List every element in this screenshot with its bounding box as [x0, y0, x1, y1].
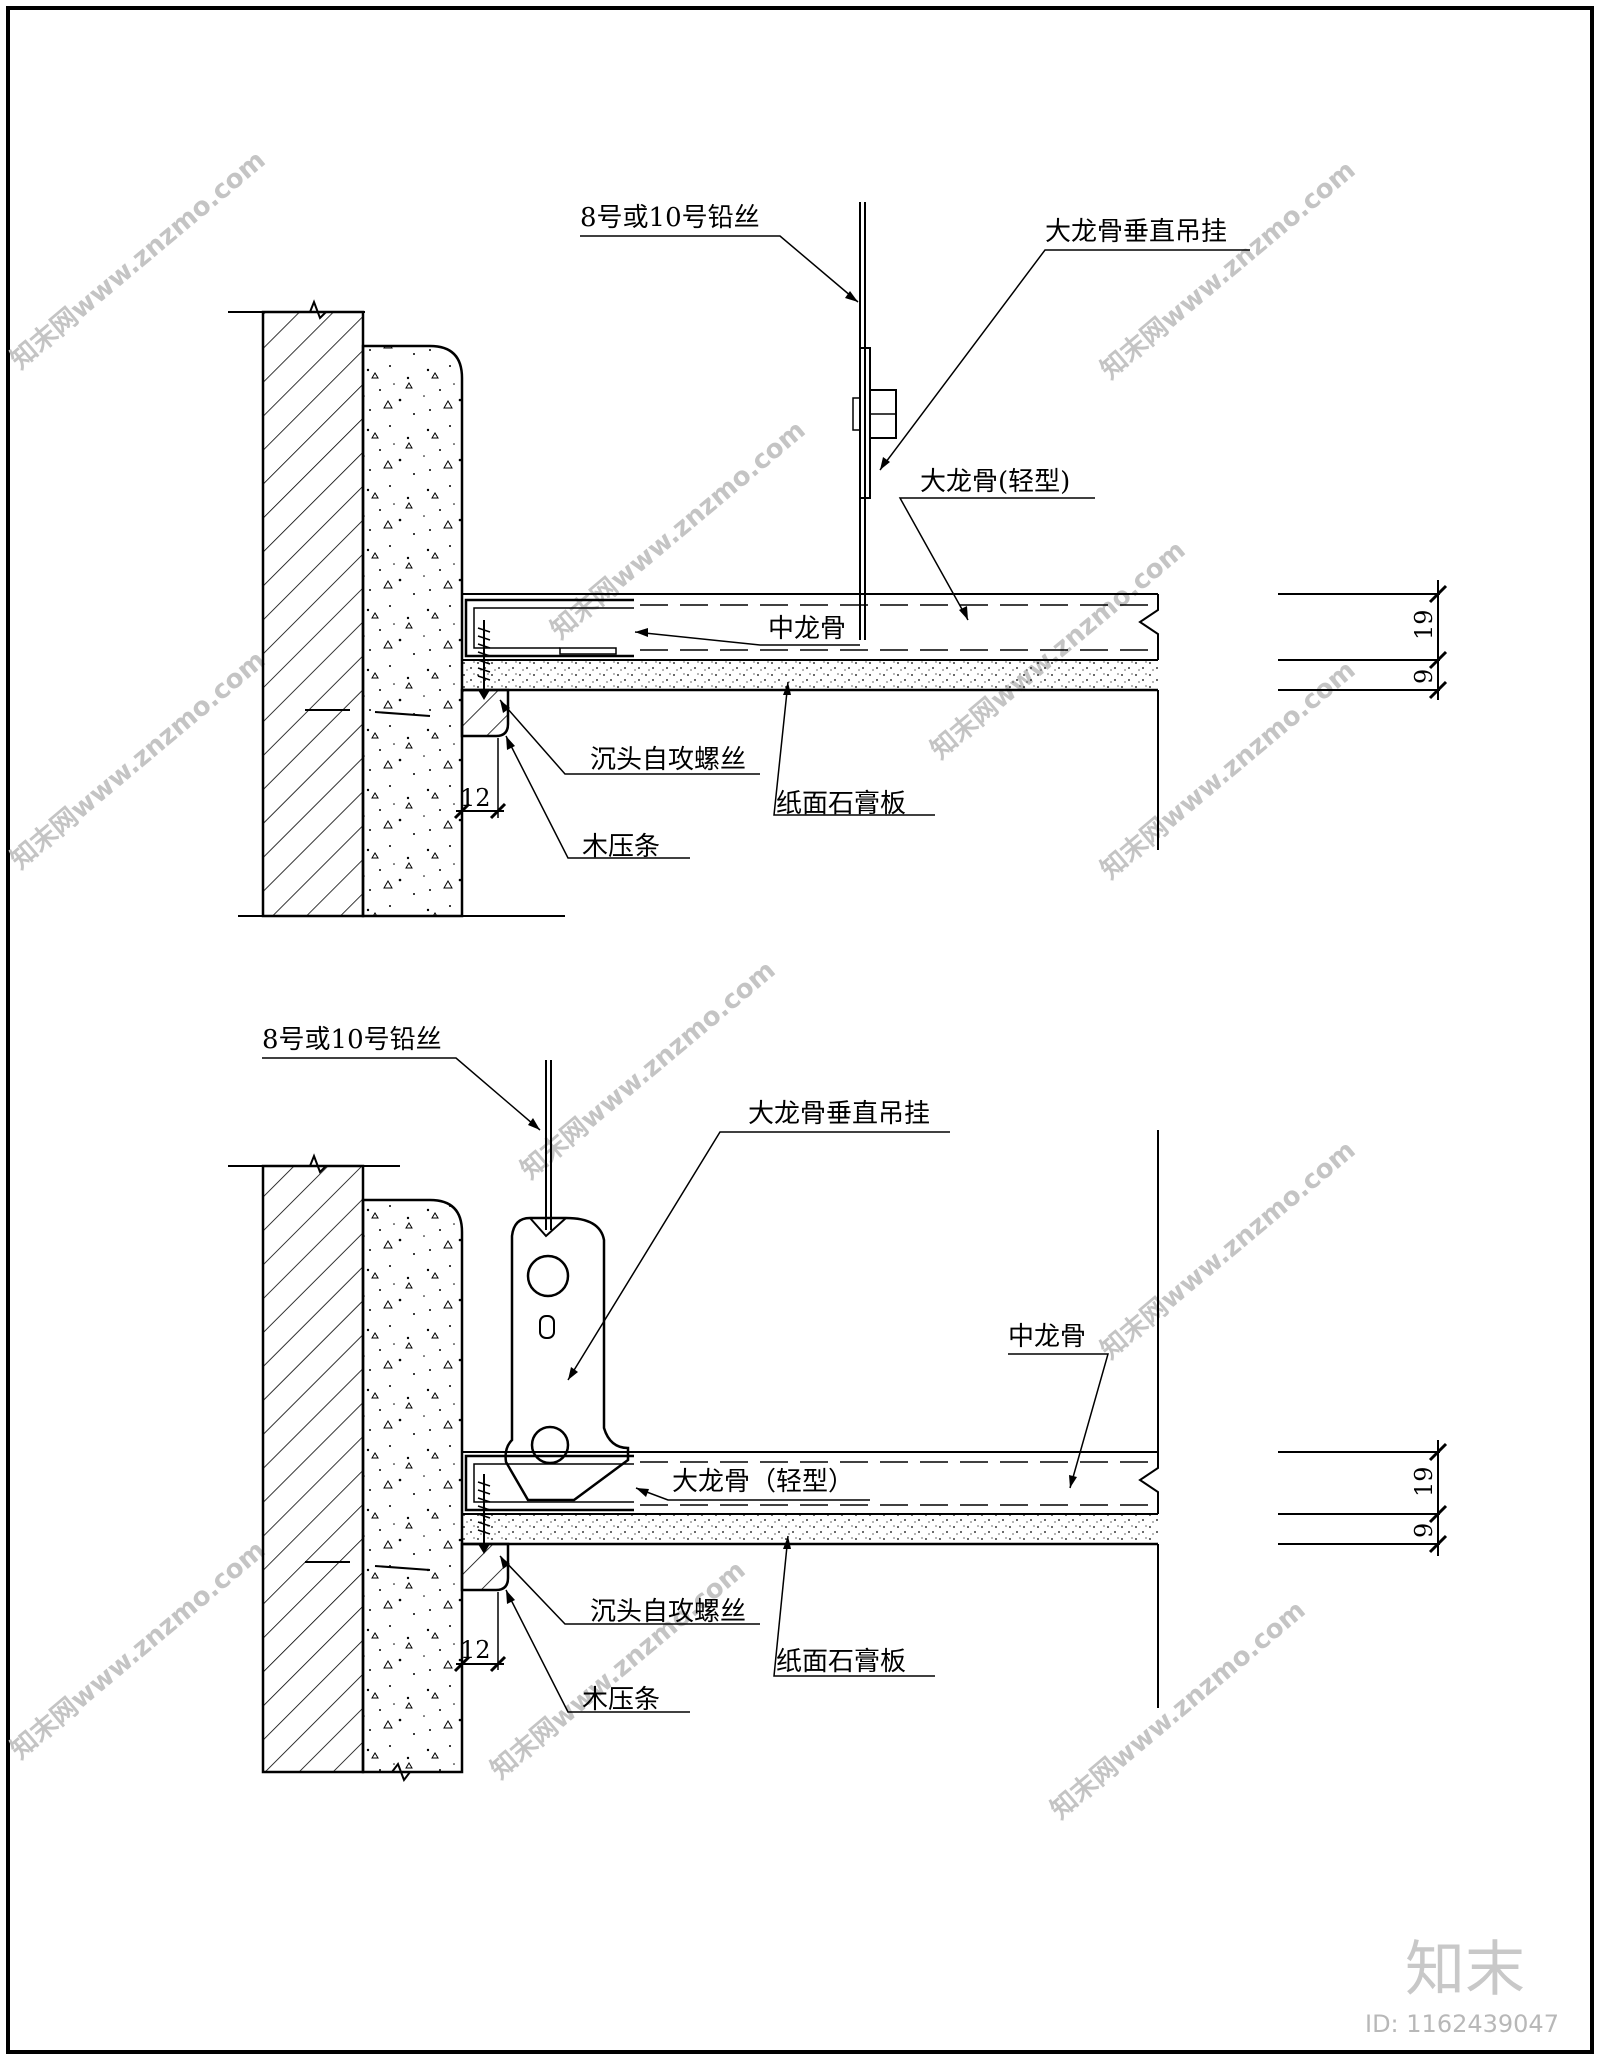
- label-board: 纸面石膏板: [776, 1647, 906, 1677]
- cross-runner-channel: [464, 598, 634, 658]
- main-runner-channel: [464, 1454, 634, 1512]
- label-cross-runner: 中龙骨: [768, 614, 846, 644]
- wall-section: [261, 310, 365, 918]
- label-hanger: 大龙骨垂直吊挂: [748, 1099, 930, 1129]
- watermark-layer: 知末网www.znzmo.com 知末网www.znzmo.com 知末网www…: [5, 145, 1559, 2038]
- watermark-text: 知末网www.znzmo.com: [1095, 155, 1361, 385]
- label-main-runner: 大龙骨（轻型）: [672, 1467, 854, 1497]
- sheet-border: [6, 6, 1594, 2054]
- label-wire: 8号或10号铅丝: [580, 203, 760, 233]
- wall-section: [261, 1164, 365, 1774]
- watermark-text: 知末网www.znzmo.com: [545, 415, 811, 645]
- plaster-layer: [361, 1198, 464, 1774]
- wood-strip: [460, 1542, 510, 1592]
- watermark-text: 知末网www.znzmo.com: [485, 1555, 751, 1785]
- dim-strip: 12: [460, 784, 491, 812]
- watermark-text: 知末网www.znzmo.com: [5, 145, 271, 375]
- label-hanger: 大龙骨垂直吊挂: [1045, 217, 1227, 247]
- label-board: 纸面石膏板: [776, 789, 906, 819]
- watermark-text: 知末网www.znzmo.com: [1045, 1595, 1311, 1825]
- label-wire: 8号或10号铅丝: [262, 1025, 442, 1055]
- dim-board: 9: [1410, 1523, 1438, 1538]
- watermark-text: 知末网www.znzmo.com: [515, 955, 781, 1185]
- gypsum-board: [462, 1514, 1158, 1544]
- label-main-runner: 大龙骨(轻型): [920, 467, 1070, 497]
- dim-board: 9: [1410, 669, 1438, 684]
- image-id: ID: 1162439047: [1365, 2010, 1559, 2038]
- watermark-text: 知末网www.znzmo.com: [5, 1535, 271, 1765]
- label-cross-runner: 中龙骨: [1008, 1322, 1086, 1352]
- label-screw: 沉头自攻螺丝: [590, 1597, 746, 1627]
- bracket-hole-icon: [526, 1254, 570, 1298]
- brand-logo: 知末: [1405, 1935, 1525, 2005]
- dim-strip: 12: [460, 1636, 491, 1664]
- label-wood-strip: 木压条: [582, 1685, 660, 1715]
- hanger-bracket: [504, 1216, 630, 1502]
- watermark-text: 知末网www.znzmo.com: [1095, 1135, 1361, 1365]
- detail-bottom: 19 9 12 8号或10号铅丝 大龙骨垂直吊挂 中龙骨 大龙骨（轻型） 沉头自…: [228, 1025, 1448, 1783]
- label-wood-strip: 木压条: [582, 832, 660, 862]
- dim-depth: 19: [1410, 1466, 1438, 1497]
- wood-strip: [460, 688, 510, 738]
- label-screw: 沉头自攻螺丝: [590, 745, 746, 775]
- gypsum-board: [462, 660, 1158, 690]
- detail-top: 19 9 12 8号或10号铅丝 大龙骨垂直吊挂 大龙骨(轻型) 中龙骨 沉头自…: [228, 202, 1448, 918]
- dim-depth: 19: [1410, 609, 1438, 640]
- plaster-layer: [361, 344, 464, 918]
- watermark-text: 知末网www.znzmo.com: [5, 645, 271, 875]
